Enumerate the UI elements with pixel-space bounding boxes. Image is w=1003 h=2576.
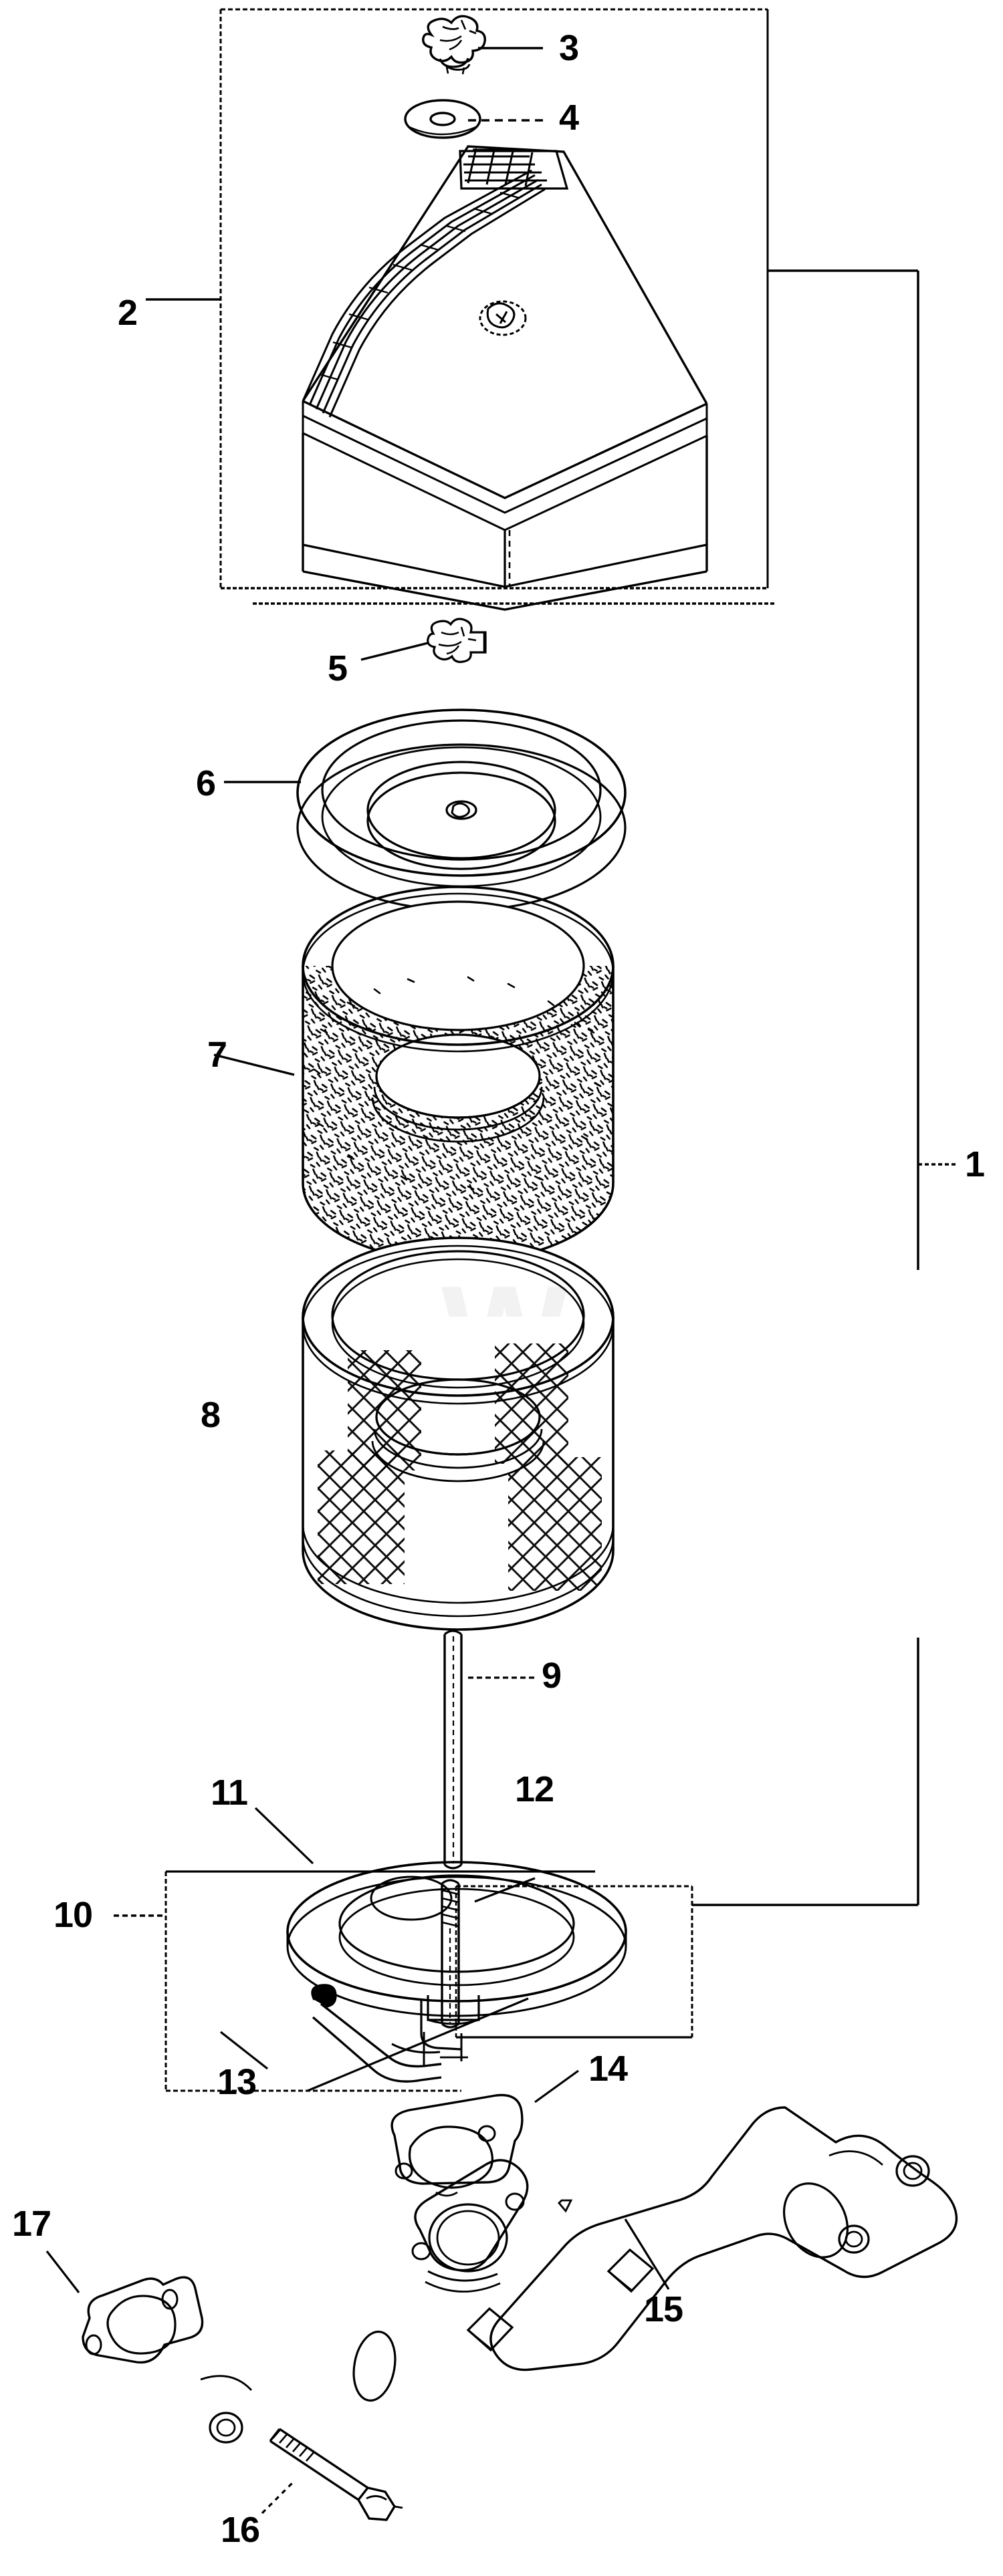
part-12-threaded-stud	[441, 1877, 536, 2029]
part-4-washer	[404, 99, 543, 139]
part-16-hex-flange-bolt	[261, 2428, 403, 2521]
callout-5[interactable]: 5	[328, 648, 348, 688]
item-1-bracket	[692, 269, 956, 1906]
callout-16[interactable]: 16	[221, 2510, 260, 2550]
part-9-stud	[443, 1630, 535, 1870]
callout-8[interactable]: 8	[201, 1395, 221, 1435]
part-2-air-cleaner-cover	[302, 145, 708, 611]
callout-7[interactable]: 7	[207, 1035, 227, 1075]
item-10-bracket-box	[114, 1870, 595, 2092]
callout-17[interactable]: 17	[12, 2204, 51, 2244]
callout-12[interactable]: 12	[515, 1769, 554, 1809]
callout-11[interactable]: 11	[211, 1773, 248, 1813]
callout-1[interactable]: 1	[965, 1144, 985, 1184]
item-2-bracket-box	[146, 8, 776, 605]
part-17-intake-manifold-gasket	[45, 2250, 204, 2364]
callout-15[interactable]: 15	[644, 2289, 683, 2329]
item-12-subbox	[455, 1885, 693, 2039]
part-6-cover-plate	[224, 709, 627, 912]
part-3-knob-wing-nut	[422, 15, 543, 75]
part-7-precleaner-foam	[213, 886, 615, 1263]
part-11-air-cleaner-base	[254, 1807, 627, 2025]
callout-6[interactable]: 6	[196, 763, 216, 803]
part-14-carburetor-gasket	[307, 1997, 579, 2197]
callout-13[interactable]: 13	[217, 2062, 257, 2102]
callout-2[interactable]: 2	[118, 293, 138, 333]
part-5-nut-wing	[360, 618, 487, 663]
callout-10[interactable]: 10	[53, 1895, 93, 1935]
part-15-intake-manifold	[200, 2106, 958, 2444]
part-13-breather-tube	[220, 1984, 468, 2083]
callout-3[interactable]: 3	[559, 28, 579, 68]
callout-14[interactable]: 14	[588, 2049, 628, 2089]
callout-9[interactable]: 9	[542, 1656, 562, 1696]
callout-4[interactable]: 4	[559, 98, 579, 138]
part-8-air-filter-element	[0, 1237, 1003, 1638]
